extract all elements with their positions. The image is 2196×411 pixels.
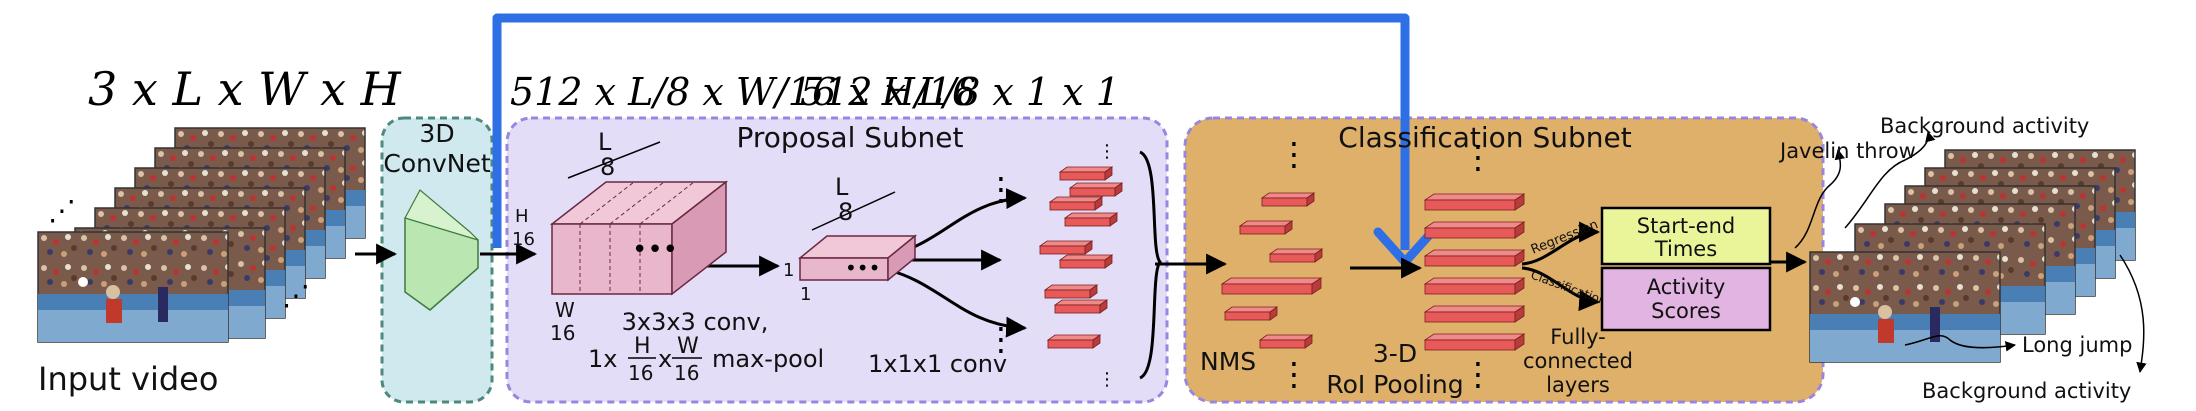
- svg-text:⋮: ⋮: [1462, 138, 1494, 176]
- output-long-jump: Long jump: [2022, 333, 2132, 357]
- convnet-label-1: 3D: [419, 119, 454, 148]
- nms-label: NMS: [1200, 347, 1256, 376]
- scores-box: [1600, 266, 1772, 332]
- svg-text:⋮: ⋮: [1098, 369, 1116, 390]
- times-line-1: Start-end: [1637, 214, 1735, 238]
- fc-line-1: Fully-: [1550, 325, 1606, 349]
- svg-text:⋮: ⋮: [1098, 141, 1116, 162]
- scores-line-1: Activity: [1647, 275, 1726, 299]
- maxpool-suffix: max-pool: [712, 345, 824, 373]
- maxpool-prefix: 1x: [588, 345, 617, 373]
- times-box: [1600, 206, 1772, 266]
- block-1b: 1: [800, 284, 811, 305]
- block-8: 8: [838, 198, 853, 226]
- svg-text:•••: •••: [845, 256, 880, 280]
- skip-connection-arrow: [492, 13, 1410, 250]
- maxpool-w: W: [677, 334, 699, 359]
- fc-line-2: connected: [1523, 349, 1633, 373]
- output-background-bottom: Background activity: [1922, 379, 2131, 403]
- svg-text:•••: •••: [632, 235, 678, 265]
- convnet-label-2: ConvNet: [383, 149, 490, 178]
- svg-text:⋮: ⋮: [985, 170, 1017, 208]
- cube-H: H: [515, 206, 529, 227]
- output-javelin: Javelin throw: [1778, 139, 1916, 163]
- maxpool-h: H: [634, 334, 651, 359]
- cube-W: W: [555, 298, 575, 322]
- proposal-block: •••: [797, 191, 918, 282]
- svg-text:⋰: ⋰: [282, 279, 310, 312]
- cube-W-16: 16: [550, 321, 575, 345]
- roi-label-1: 3-D: [1373, 339, 1417, 368]
- cube-L: L: [598, 128, 612, 156]
- svg-text:⋮: ⋮: [1278, 355, 1310, 393]
- input-video-label: Input video: [38, 360, 218, 398]
- svg-text:⋰: ⋰: [48, 194, 76, 227]
- fc-line-3: layers: [1546, 373, 1610, 397]
- convnet-output-dims: 512 x L/8 x W/16 x H/16: [510, 70, 976, 114]
- cube-8: 8: [600, 153, 615, 181]
- feature-cube: •••: [549, 141, 729, 296]
- conv1-label: 1x1x1 conv: [868, 350, 1007, 378]
- block-1a: 1: [783, 260, 794, 281]
- convnet-shape: [404, 189, 479, 311]
- conv3-label: 3x3x3 conv,: [622, 308, 769, 336]
- maxpool-h-den: 16: [628, 361, 653, 385]
- maxpool-x: x: [658, 345, 672, 373]
- roi-bars: ⋮ ⋮: [1424, 138, 1525, 393]
- classification-subnet-title: Classification Subnet: [1338, 121, 1631, 154]
- svg-text:⋮: ⋮: [1462, 355, 1494, 393]
- svg-text:⋮: ⋮: [985, 320, 1017, 358]
- output-background-top: Background activity: [1880, 114, 2089, 138]
- scores-line-2: Scores: [1651, 299, 1721, 323]
- roi-label-2: RoI Pooling: [1326, 370, 1463, 399]
- svg-text:⋮: ⋮: [1278, 135, 1310, 173]
- input-video-frames: ⋰ ⋰: [37, 127, 366, 343]
- maxpool-w-den: 16: [674, 361, 699, 385]
- times-line-2: Times: [1654, 237, 1717, 261]
- output-video-frames: [1809, 149, 2136, 363]
- proposal-subnet-title: Proposal Subnet: [737, 121, 964, 154]
- proposal-output-dims: 512 x L/8 x 1 x 1: [800, 70, 1120, 114]
- nms-bars: ⋮ ⋮: [1221, 135, 1323, 393]
- proposal-bars: ⋮ ⋮ ⋮ ⋮: [985, 141, 1162, 390]
- cube-16: 16: [512, 229, 535, 250]
- block-L: L: [835, 173, 849, 201]
- input-dims: 3 x L x W x H: [88, 62, 402, 116]
